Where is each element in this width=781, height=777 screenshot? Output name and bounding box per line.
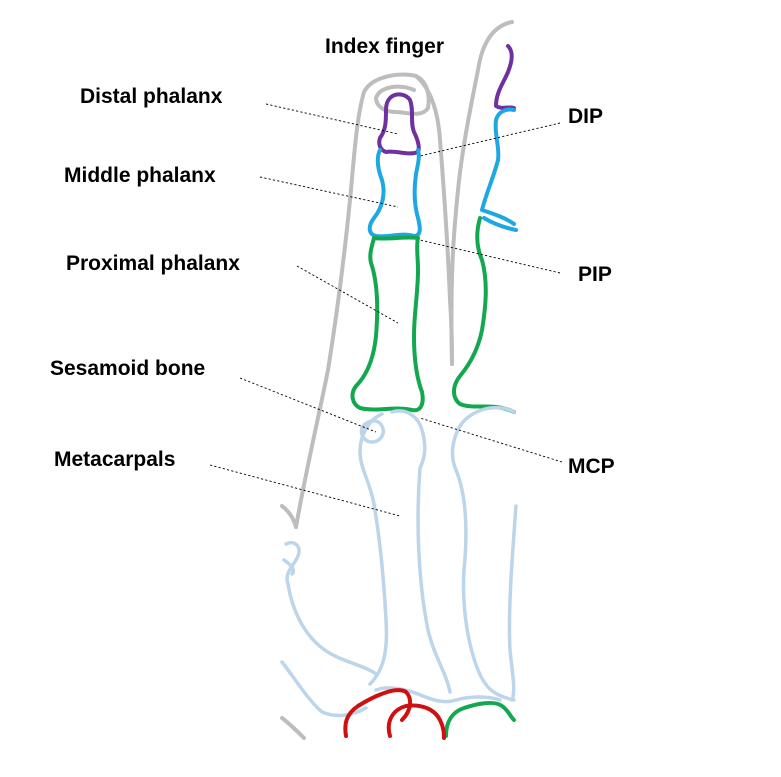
index-metacarpal-right [390, 409, 452, 694]
carpal-green-fragment [444, 700, 516, 738]
label-index-finger: Index finger [325, 35, 444, 58]
index-proximal-phalanx [350, 235, 425, 413]
neighbor-finger-skin [449, 20, 514, 366]
leader-pip [419, 239, 561, 274]
neighbor-middle-phalanx [480, 107, 516, 226]
label-pip: PIP [578, 263, 612, 286]
leader-dip [419, 122, 561, 157]
leader-metacarpals [209, 464, 401, 517]
neighbor-proximal-phalanx [452, 216, 516, 414]
label-middle-phalanx: Middle phalanx [64, 164, 216, 187]
carpal-bone-right [386, 703, 446, 740]
neighbor-metacarpal-right [507, 504, 518, 702]
leader-lines [209, 103, 563, 517]
finger-outline [280, 20, 514, 740]
label-mcp: MCP [568, 455, 615, 478]
label-metacarpals: Metacarpals [54, 448, 175, 471]
metacarpals-group [280, 405, 518, 718]
middle-phalanges [367, 107, 518, 239]
lower-skin-outline [280, 716, 306, 740]
middle-metacarpal [450, 405, 516, 702]
leader-middle-phalanx [259, 176, 399, 208]
index-finger-skin-right [414, 74, 454, 366]
index-metacarpal-left [358, 412, 389, 686]
neighbor-distal-phalanx [494, 44, 516, 110]
leader-mcp [419, 417, 563, 463]
thumb-web-outline [280, 504, 298, 529]
lower-metacarpal-base [280, 660, 368, 718]
leader-proximal-phalanx [296, 265, 399, 324]
proximal-phalanges [350, 216, 516, 738]
index-finger-skin-outline [294, 72, 431, 529]
metacarpal-base-join [374, 686, 502, 704]
label-sesamoid-bone: Sesamoid bone [50, 357, 205, 380]
label-proximal-phalanx: Proximal phalanx [66, 252, 240, 275]
label-dip: DIP [568, 105, 603, 128]
carpal-bones [343, 688, 446, 740]
label-distal-phalanx: Distal phalanx [80, 85, 223, 108]
index-middle-phalanx [367, 148, 422, 239]
thumb-metacarpal-tip [282, 558, 296, 576]
index-distal-phalanx [377, 92, 421, 156]
neighbor-middle-phalanx-base [482, 216, 518, 232]
labels: Index finger Distal phalanx Middle phala… [50, 35, 615, 478]
distal-phalanges [377, 44, 516, 156]
thumb-metacarpal [284, 541, 378, 676]
leader-distal-phalanx [265, 103, 399, 135]
